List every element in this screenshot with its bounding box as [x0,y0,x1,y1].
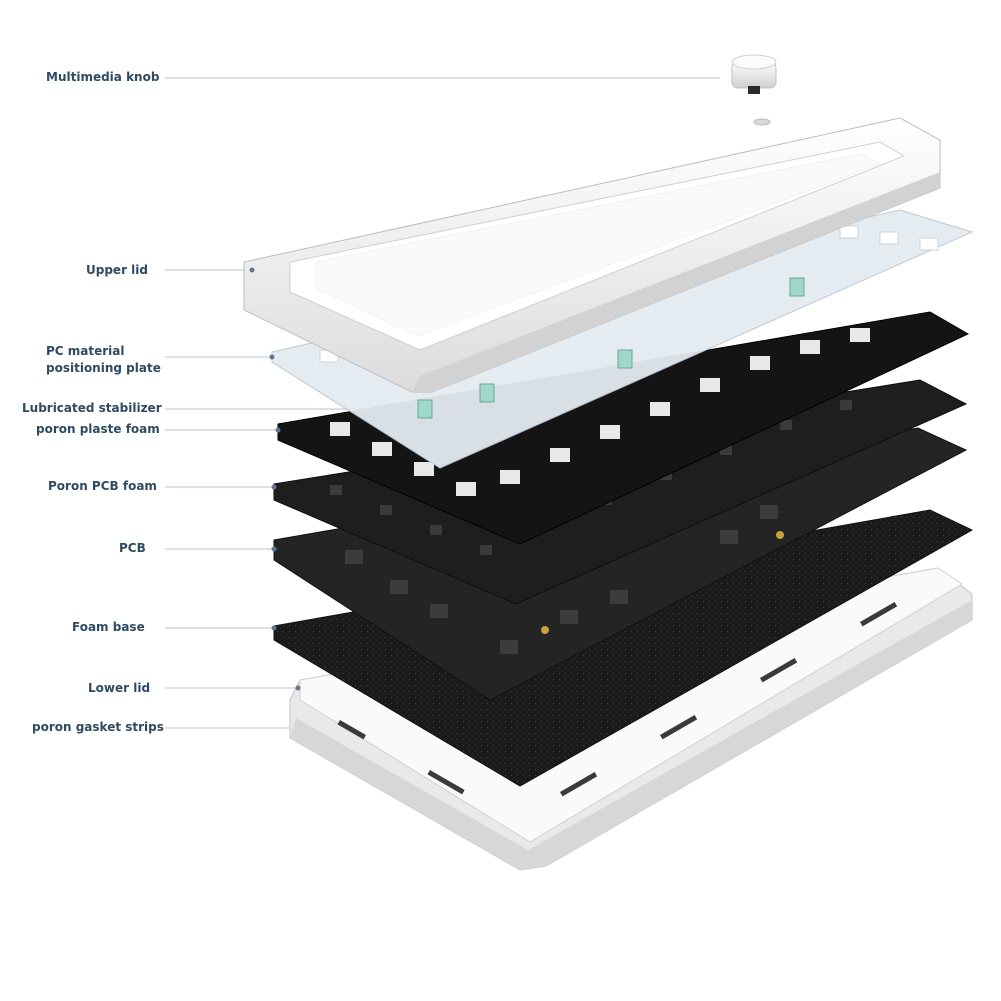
multimedia-knob-shape [731,54,777,94]
label-poron-plaste-foam: poron plaste foam [36,422,160,436]
upper-lid-shape [243,117,941,393]
label-lubricated-stabilizer: Lubricated stabilizer [22,401,162,415]
label-pc-plate-line2: positioning plate [46,361,161,375]
label-poron-gasket-strips: poron gasket strips [32,720,164,734]
leader-dots [249,267,301,691]
label-multimedia-knob: Multimedia knob [46,70,160,84]
label-foam-base: Foam base [72,620,145,634]
label-pc-plate-line1: PC material [46,344,125,358]
poron-plate-foam-shape [277,311,970,545]
label-pcb: PCB [119,541,146,555]
pcb-shape [273,427,968,701]
label-upper-lid: Upper lid [86,263,148,277]
foam-base-shape [273,509,974,787]
label-poron-pcb-foam: Poron PCB foam [48,479,157,493]
label-lower-lid: Lower lid [88,681,151,695]
